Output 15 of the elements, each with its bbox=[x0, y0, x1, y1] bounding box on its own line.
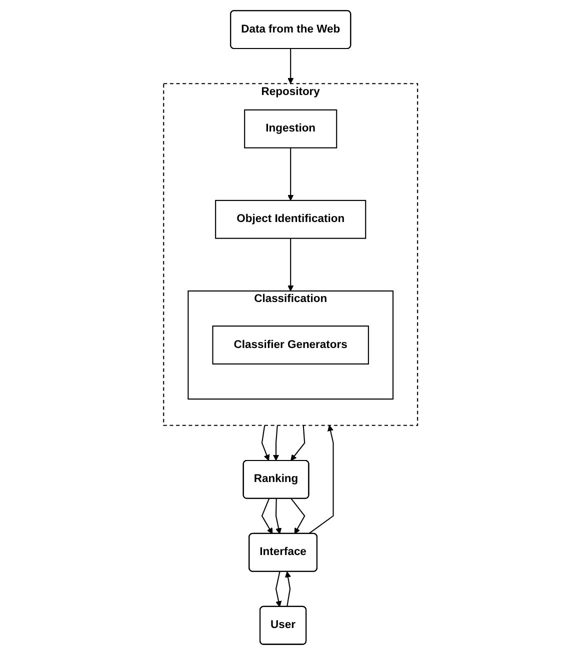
arrow bbox=[287, 238, 294, 292]
arrow bbox=[284, 571, 291, 607]
arrow bbox=[308, 425, 334, 534]
arrow bbox=[272, 425, 279, 461]
arrow bbox=[287, 48, 294, 84]
arrow bbox=[290, 425, 306, 461]
node-box: Ingestion bbox=[244, 109, 338, 148]
arrow bbox=[275, 572, 282, 608]
arrow bbox=[275, 498, 282, 534]
arrow bbox=[287, 148, 294, 201]
arrow bbox=[261, 425, 270, 461]
arrow bbox=[261, 498, 273, 534]
node-box: Classifier Generators bbox=[212, 326, 369, 365]
arrow bbox=[290, 498, 306, 534]
node-box: Object Identification bbox=[214, 200, 366, 239]
